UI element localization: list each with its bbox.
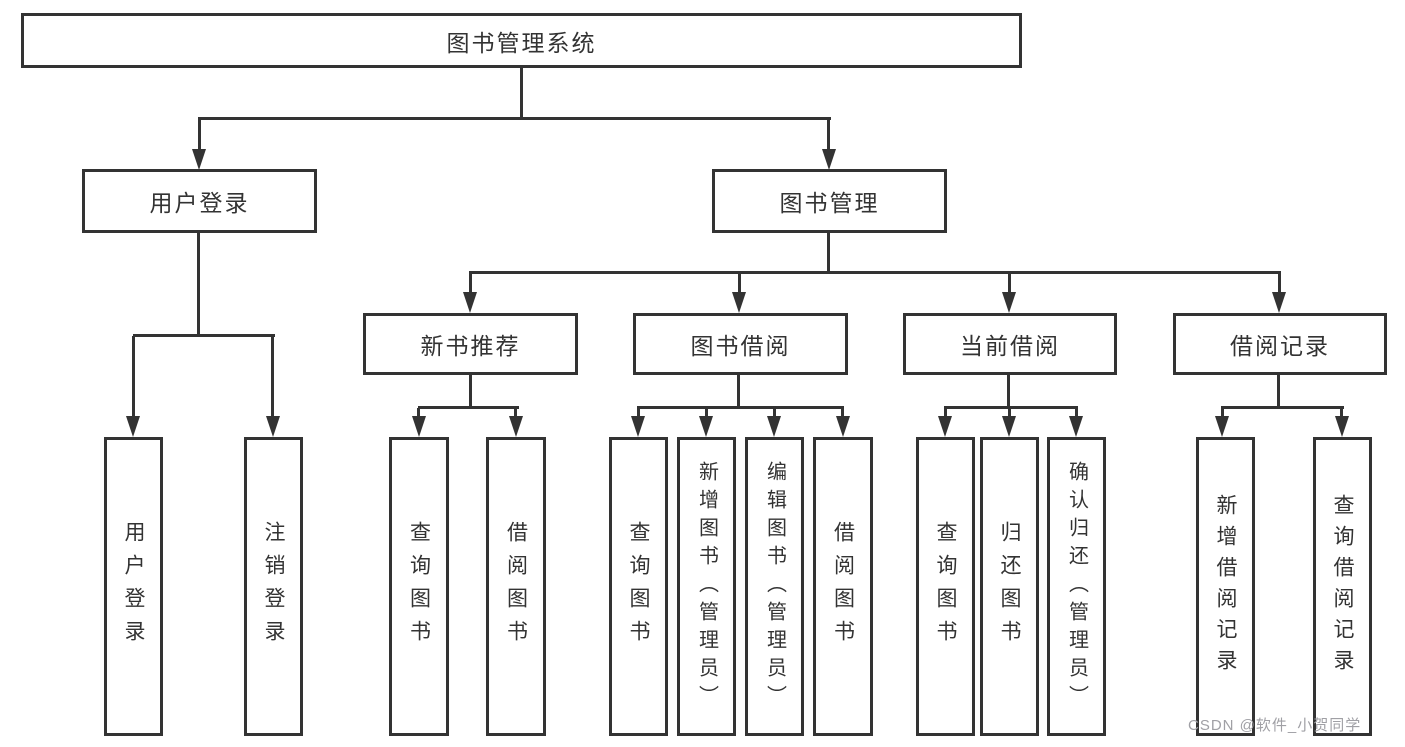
connector-currentborrow-hline [944, 406, 1078, 409]
leaf-logout: 注销登录 [244, 437, 303, 736]
arrow-to-borrow-records [1272, 292, 1286, 313]
node-root-system: 图书管理系统 [21, 13, 1022, 68]
leaf-confirm-return-admin: 确认归还（管理员） [1047, 437, 1106, 736]
node-user-login: 用户登录 [82, 169, 317, 233]
node-borrow-records-label: 借阅记录 [1230, 333, 1330, 359]
connector-borrowrecords-child1-stem [1221, 408, 1224, 418]
connector-bookborrow-stem [737, 374, 740, 409]
node-user-login-label: 用户登录 [149, 190, 250, 216]
node-book-borrow-label: 图书借阅 [690, 333, 791, 359]
connector-userlogin-stem [197, 232, 200, 337]
arrow-to-borrow-books-2 [836, 416, 850, 437]
connector-bookborrow-child4-stem [841, 408, 844, 418]
connector-root-child1-stem [198, 119, 201, 152]
leaf-return-book-label: 归还图书 [998, 520, 1021, 653]
connector-bookborrow-hline [637, 406, 844, 409]
arrow-to-borrow-books-1 [509, 416, 523, 437]
arrow-to-book-mgmt [822, 149, 836, 170]
connector-currentborrow-child1-stem [944, 408, 947, 418]
connector-bookmgmt-child4-stem [1278, 273, 1281, 295]
connector-bookmgmt-child2-stem [738, 273, 741, 295]
arrow-to-user-login [192, 149, 206, 170]
leaf-add-book-admin: 新增图书（管理员） [677, 437, 736, 736]
leaf-query-books-2-label: 查询图书 [627, 520, 650, 653]
node-book-borrow: 图书借阅 [633, 313, 848, 375]
leaf-query-books-1-label: 查询图书 [407, 520, 431, 653]
connector-newbookrec-stem [469, 374, 472, 409]
connector-borrowrecords-child2-stem [1340, 408, 1343, 418]
node-borrow-records: 借阅记录 [1173, 313, 1387, 375]
connector-newbookrec-child2-stem [514, 408, 517, 418]
arrow-to-edit-book [767, 416, 781, 437]
connector-newbookrec-hline [418, 406, 519, 409]
leaf-query-borrow-record-label: 查询借阅记录 [1331, 493, 1354, 680]
leaf-query-books-3-label: 查询图书 [934, 520, 957, 653]
connector-bookmgmt-hline [469, 271, 1281, 274]
leaf-query-borrow-record: 查询借阅记录 [1313, 437, 1372, 736]
connector-bookborrow-child3-stem [773, 408, 776, 418]
connector-root-stem [520, 68, 523, 120]
connector-bookmgmt-child3-stem [1008, 273, 1011, 295]
leaf-query-books-3: 查询图书 [916, 437, 975, 736]
leaf-logout-label: 注销登录 [262, 520, 285, 653]
arrow-to-query-books-3 [938, 416, 952, 437]
connector-borrowrecords-stem [1277, 374, 1280, 409]
arrow-to-leaf-logout [266, 416, 280, 437]
leaf-confirm-return-admin-label: 确认归还（管理员） [1065, 460, 1088, 713]
leaf-add-book-admin-label: 新增图书（管理员） [695, 460, 718, 713]
arrow-to-book-borrow [732, 292, 746, 313]
connector-root-child2-stem [827, 119, 830, 152]
node-current-borrow: 当前借阅 [903, 313, 1117, 375]
leaf-query-books-2: 查询图书 [609, 437, 668, 736]
leaf-query-books-1: 查询图书 [389, 437, 449, 736]
arrow-to-query-borrow-record [1335, 416, 1349, 437]
connector-userlogin-hline [133, 334, 275, 337]
leaf-user-login: 用户登录 [104, 437, 163, 736]
leaf-borrow-books-1: 借阅图书 [486, 437, 546, 736]
arrow-to-confirm-return [1069, 416, 1083, 437]
node-new-book-rec: 新书推荐 [363, 313, 578, 375]
csdn-watermark: CSDN @软件_小贺同学 [1188, 717, 1362, 734]
leaf-borrow-books-1-label: 借阅图书 [504, 520, 528, 653]
connector-bookmgmt-child1-stem [469, 273, 472, 295]
node-current-borrow-label: 当前借阅 [960, 333, 1060, 359]
node-book-mgmt: 图书管理 [712, 169, 947, 233]
leaf-edit-book-admin: 编辑图书（管理员） [745, 437, 804, 736]
arrow-to-query-books-2 [631, 416, 645, 437]
leaf-borrow-books-2-label: 借阅图书 [831, 520, 855, 653]
connector-borrowrecords-hline [1221, 406, 1344, 409]
node-root-label: 图书管理系统 [446, 29, 597, 56]
arrow-to-add-book [699, 416, 713, 437]
arrow-to-add-borrow-record [1215, 416, 1229, 437]
connector-currentborrow-child3-stem [1075, 408, 1078, 418]
leaf-add-borrow-record-label: 新增借阅记录 [1214, 493, 1237, 680]
leaf-return-book: 归还图书 [980, 437, 1039, 736]
arrow-to-new-book-rec [463, 292, 477, 313]
connector-bookborrow-child1-stem [637, 408, 640, 418]
leaf-edit-book-admin-label: 编辑图书（管理员） [763, 460, 786, 713]
connector-bookmgmt-stem [827, 232, 830, 274]
connector-root-hline [198, 117, 831, 120]
arrow-to-query-books-1 [412, 416, 426, 437]
connector-userlogin-child1-stem [132, 336, 135, 418]
connector-currentborrow-child2-stem [1008, 408, 1011, 418]
arrow-to-leaf-user-login [126, 416, 140, 437]
connector-newbookrec-child1-stem [417, 408, 420, 418]
leaf-user-login-label: 用户登录 [122, 520, 145, 653]
connector-userlogin-child2-stem [271, 336, 274, 418]
leaf-borrow-books-2: 借阅图书 [813, 437, 873, 736]
leaf-add-borrow-record: 新增借阅记录 [1196, 437, 1255, 736]
node-new-book-rec-label: 新书推荐 [420, 333, 521, 359]
connector-currentborrow-stem [1007, 374, 1010, 409]
arrow-to-current-borrow [1002, 292, 1016, 313]
arrow-to-return-book [1002, 416, 1016, 437]
node-book-mgmt-label: 图书管理 [779, 190, 880, 216]
connector-bookborrow-child2-stem [705, 408, 708, 418]
